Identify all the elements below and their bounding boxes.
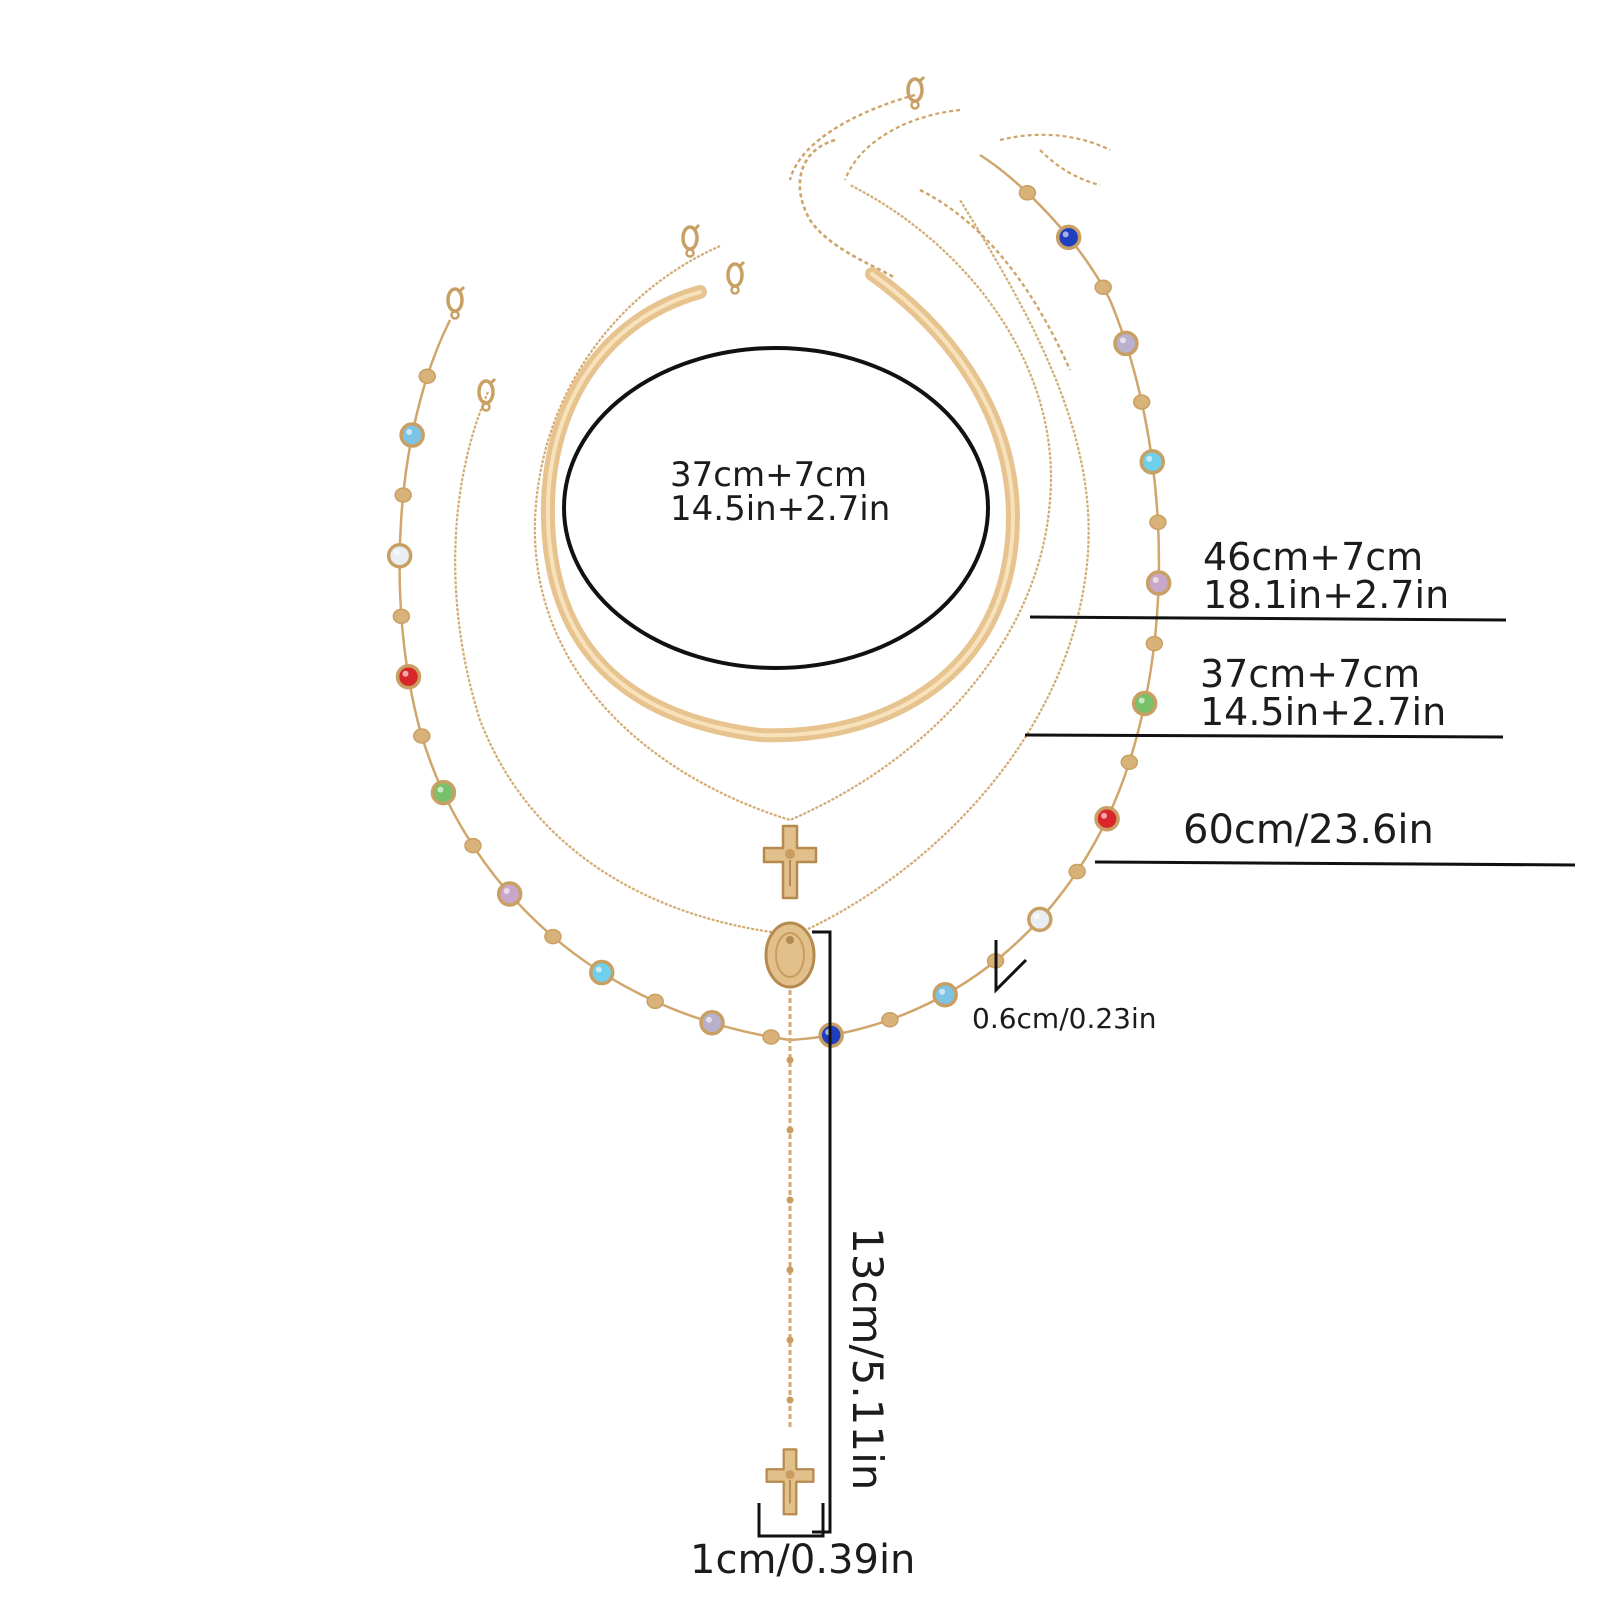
gold-disc-link <box>1149 514 1167 531</box>
extender-chain <box>999 133 1111 187</box>
gold-disc-link <box>464 837 482 854</box>
crystal-bead <box>589 959 615 986</box>
cross-necklace-size-label: 46cm+7cm 18.1in+2.7in <box>1203 535 1450 617</box>
bead-size-marker <box>994 940 1028 994</box>
crystal-bead <box>932 981 958 1008</box>
extender-chain <box>843 108 961 181</box>
rosary-chain <box>454 199 1090 937</box>
drop-bead-stations <box>786 1056 794 1404</box>
choker-size-circle <box>562 346 990 670</box>
crystal-bead <box>1027 906 1053 933</box>
bead-necklace-chain <box>398 153 1161 1042</box>
bead-highlight <box>939 988 946 995</box>
gold-disc-link <box>1068 863 1086 880</box>
bead-highlight <box>1146 455 1153 462</box>
crystal-bead <box>395 663 422 690</box>
gold-disc-link <box>392 608 411 625</box>
drop-length-marker <box>812 930 832 1534</box>
gold-disc-link <box>413 728 431 744</box>
bead-highlight <box>706 1016 713 1023</box>
crystal-bead <box>1131 690 1158 717</box>
small-cross-pendant-icon <box>765 1448 815 1516</box>
bead-highlight <box>1062 231 1069 238</box>
gold-disc-link <box>544 928 562 945</box>
crystal-bead <box>386 542 413 569</box>
choker-size-label: 37cm+7cm 14.5in+2.7in <box>670 455 891 529</box>
crystal-bead <box>496 881 523 907</box>
extender-chain <box>798 138 896 280</box>
crystal-bead <box>1055 224 1082 251</box>
bead-highlight <box>393 549 400 556</box>
bead-necklace-size-label: 60cm/23.6in <box>1183 807 1434 853</box>
gold-disc-link <box>881 1011 899 1028</box>
crystal-bead <box>699 1010 725 1036</box>
drop-length-label: 13cm/5.11in <box>843 1227 892 1491</box>
virgin-mary-medallion-icon <box>764 921 816 989</box>
crystal-bead <box>1113 330 1139 357</box>
bead-necklace-beads <box>386 185 1172 1048</box>
gold-disc-link <box>418 368 437 385</box>
crystal-bead <box>430 779 457 806</box>
extender-chain <box>788 93 916 181</box>
gold-disc-link <box>1094 279 1112 295</box>
bead-highlight <box>503 887 510 894</box>
guide-line-cross-necklace <box>1029 615 1507 622</box>
cross-width-label: 1cm/0.39in <box>690 1537 916 1583</box>
guide-line-rosary-chain <box>1024 733 1504 739</box>
bead-highlight <box>595 966 602 973</box>
rosary-chain-size-label: 37cm+7cm 14.5in+2.7in <box>1200 652 1447 734</box>
gold-disc-link <box>1145 635 1164 652</box>
cross-width-marker <box>757 1503 825 1538</box>
bead-highlight <box>1152 577 1159 584</box>
bead-highlight <box>437 786 444 793</box>
bead-highlight <box>1033 913 1040 920</box>
extender-chain <box>919 188 1072 371</box>
bead-size-label: 0.6cm/0.23in <box>972 1002 1157 1035</box>
bead-highlight <box>406 429 413 436</box>
guide-line-bead-necklace <box>1094 860 1576 867</box>
lobster-clasp-icon <box>446 285 466 321</box>
gold-disc-link <box>1132 394 1151 410</box>
bead-highlight <box>1119 337 1126 344</box>
crystal-bead <box>1145 570 1172 596</box>
lobster-clasp-icon <box>906 75 926 111</box>
bead-highlight <box>1101 812 1108 819</box>
bead-highlight <box>1138 697 1145 704</box>
gold-disc-link <box>1120 754 1139 771</box>
gold-disc-link <box>1018 185 1037 201</box>
lobster-clasp-icon <box>681 223 701 259</box>
gold-disc-link <box>646 993 664 1010</box>
crystal-bead <box>1139 449 1166 475</box>
lobster-clasp-icon <box>726 260 746 296</box>
bead-highlight <box>402 670 409 677</box>
gold-disc-link <box>762 1029 780 1045</box>
crystal-bead <box>1094 805 1120 832</box>
gold-disc-link <box>394 487 412 503</box>
crucifix-pendant-icon <box>762 824 818 900</box>
crystal-bead <box>399 422 425 448</box>
